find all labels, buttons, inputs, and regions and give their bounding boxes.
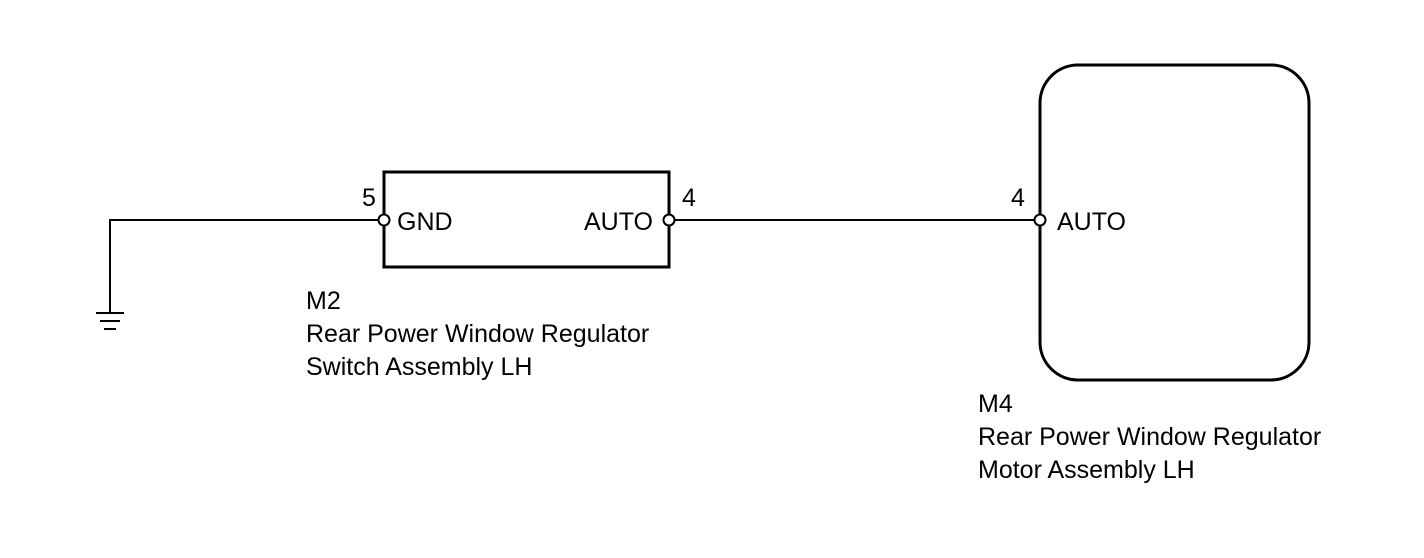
ground-symbol-icon [96, 312, 124, 330]
switch-assembly-code: M2 [306, 287, 341, 315]
switch-gnd-terminal [377, 213, 391, 227]
switch-auto-label: AUTO [584, 208, 653, 236]
motor-assembly-name-line1: Rear Power Window Regulator [978, 423, 1321, 451]
switch-auto-terminal [662, 213, 676, 227]
switch-auto-pin-number: 4 [682, 184, 696, 212]
ground-wire [109, 219, 379, 312]
switch-gnd-pin-number: 5 [362, 184, 376, 212]
switch-gnd-label: GND [397, 208, 453, 236]
switch-assembly-name-line2: Switch Assembly LH [306, 353, 532, 381]
motor-auto-terminal [1033, 213, 1047, 227]
switch-assembly-name-line1: Rear Power Window Regulator [306, 320, 649, 348]
motor-auto-pin-number: 4 [1011, 184, 1025, 212]
motor-assembly-code: M4 [978, 390, 1013, 418]
motor-assembly-name-line2: Motor Assembly LH [978, 456, 1195, 484]
motor-auto-label: AUTO [1057, 208, 1126, 236]
